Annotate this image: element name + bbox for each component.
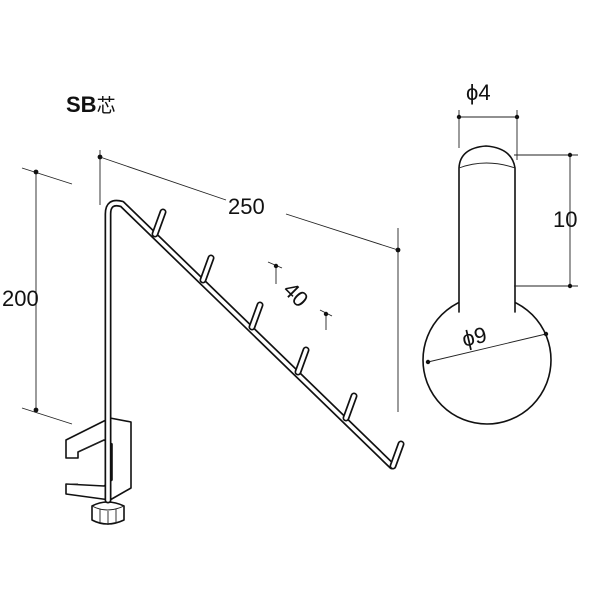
set-screw	[91, 501, 125, 525]
bracket-side-view: 200 250 40	[2, 150, 405, 525]
length-label: 250	[228, 194, 265, 219]
pin-diameter-dimension: ϕ4	[456, 80, 520, 160]
title-main: SB	[66, 92, 97, 117]
length-dimension: 250	[97, 150, 401, 412]
pitch-label: 40	[278, 277, 313, 312]
height-dimension: 200	[2, 167, 73, 425]
title-label: SB芯	[66, 92, 116, 117]
pitch-dimension: 40	[267, 261, 333, 330]
ball-diameter-label: ϕ9	[460, 322, 490, 352]
bracket-wire	[104, 199, 396, 504]
display-pins	[151, 208, 405, 470]
pin-detail-view: ϕ4 10 ϕ9	[422, 80, 578, 425]
title-suffix: 芯	[97, 95, 116, 117]
pin-length-label: 10	[553, 207, 577, 232]
ball-diameter-dimension: ϕ9	[425, 322, 549, 365]
pin-shaft	[458, 145, 516, 313]
pin-diameter-label: ϕ4	[466, 80, 491, 105]
pin-length-dimension: 10	[514, 152, 578, 289]
mounting-clamp	[65, 417, 132, 501]
ball-end	[422, 295, 552, 425]
height-label: 200	[2, 286, 39, 311]
